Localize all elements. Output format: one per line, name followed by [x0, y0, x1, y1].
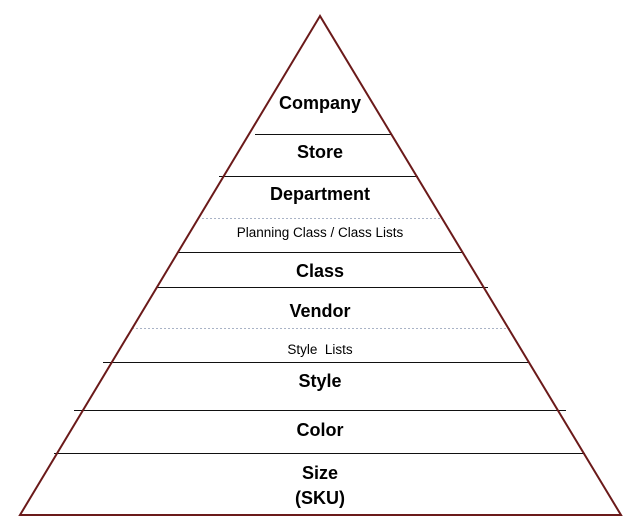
level-color-label: Color — [296, 420, 344, 440]
level-size-label: Size — [301, 463, 339, 483]
level-vendor-label: Vendor — [289, 301, 351, 321]
level-department-label: Department — [269, 184, 371, 204]
level-style-label: Style — [298, 371, 342, 391]
level-class-label: Class — [295, 261, 345, 281]
level-style-lists-label: Style Lists — [287, 342, 353, 357]
level-planning-class-label: Planning Class / Class Lists — [236, 225, 404, 240]
level-company-label: Company — [278, 93, 361, 113]
pyramid-outline — [18, 14, 623, 516]
level-store-label: Store — [296, 142, 343, 162]
level-size-sublabel: (SKU) — [295, 488, 345, 508]
